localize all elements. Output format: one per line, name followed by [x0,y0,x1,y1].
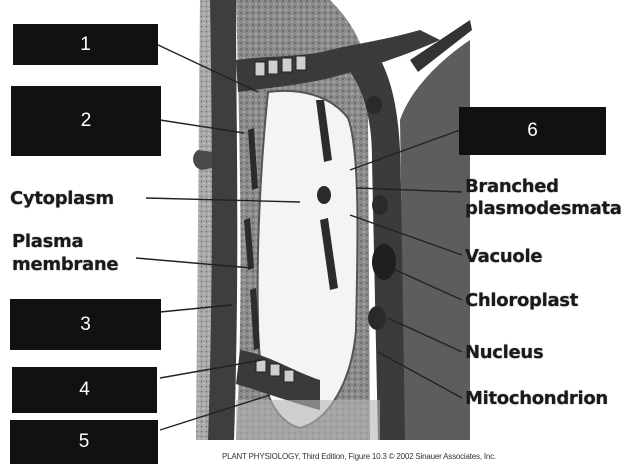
label-cytoplasm: Cytoplasm [10,190,114,208]
organelle-3 [366,96,382,114]
organelle-center [317,186,331,204]
left-wall-bulge [193,150,212,170]
organelle-2 [368,306,386,330]
label-vacuole: Vacuole [465,248,542,266]
label-branched-line2: plasmodesmata [465,200,622,218]
label-chloroplast: Chloroplast [465,292,578,310]
organelle [372,195,388,215]
label-branched-line1: Branched [465,178,559,196]
nucleus [372,244,396,280]
label-plasma-membrane-line2: membrane [12,256,118,274]
label-plasma-membrane-line1: Plasma [12,233,83,251]
label-box-2: 2 [11,86,161,156]
left-cell-wall [208,0,237,440]
label-mitochondrion: Mitochondrion [465,390,608,408]
label-box-6: 6 [459,107,606,155]
bottom-fade [236,400,380,440]
right-cell-region [400,40,470,440]
label-box-1: 1 [13,24,158,65]
figure-credit: PLANT PHYSIOLOGY, Third Edition, Figure … [222,452,496,461]
label-nucleus: Nucleus [465,344,543,362]
label-box-3: 3 [10,299,161,350]
label-box-4: 4 [12,367,157,413]
label-box-5: 5 [10,420,158,464]
